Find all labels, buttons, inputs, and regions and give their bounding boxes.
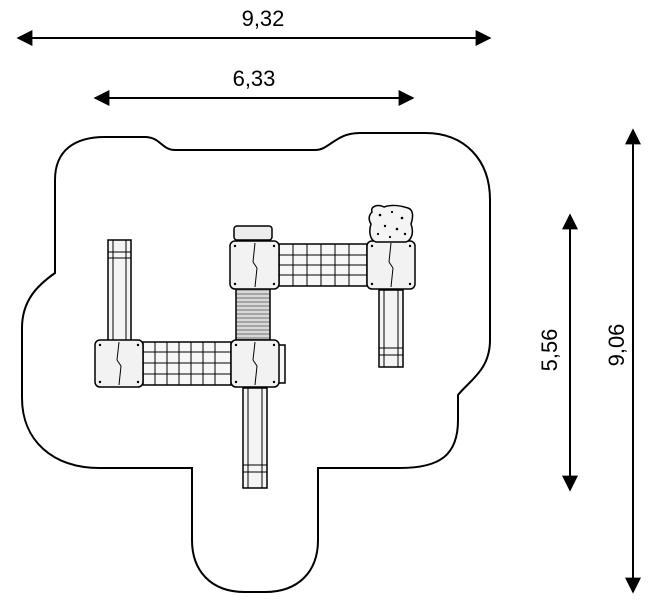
left-slide	[107, 239, 132, 343]
climbing-wall	[368, 204, 414, 243]
safety-zone-outline	[21, 132, 491, 593]
tower-lower-center	[230, 339, 280, 388]
right-slide	[378, 289, 404, 368]
vertical-tunnel	[235, 287, 271, 341]
inner-width-label: 6,33	[233, 66, 276, 91]
top-canopy	[233, 225, 273, 241]
inner-depth-label: 5,56	[537, 329, 562, 372]
tower-upper-center	[229, 240, 280, 290]
overall-depth-dimension: 9,06	[604, 128, 641, 594]
overall-width-label: 9,32	[242, 6, 285, 31]
overall-width-dimension: 9,32	[16, 6, 492, 46]
tower-lower-left	[94, 339, 144, 388]
overall-depth-label: 9,06	[604, 324, 629, 367]
lower-net-bridge	[142, 341, 232, 386]
upper-bridge	[278, 243, 368, 287]
inner-width-dimension: 6,33	[93, 66, 415, 106]
tower-upper-right	[366, 240, 416, 290]
inner-depth-dimension: 5,56	[537, 213, 578, 492]
bottom-slide	[242, 387, 268, 489]
play-structure	[94, 204, 416, 489]
